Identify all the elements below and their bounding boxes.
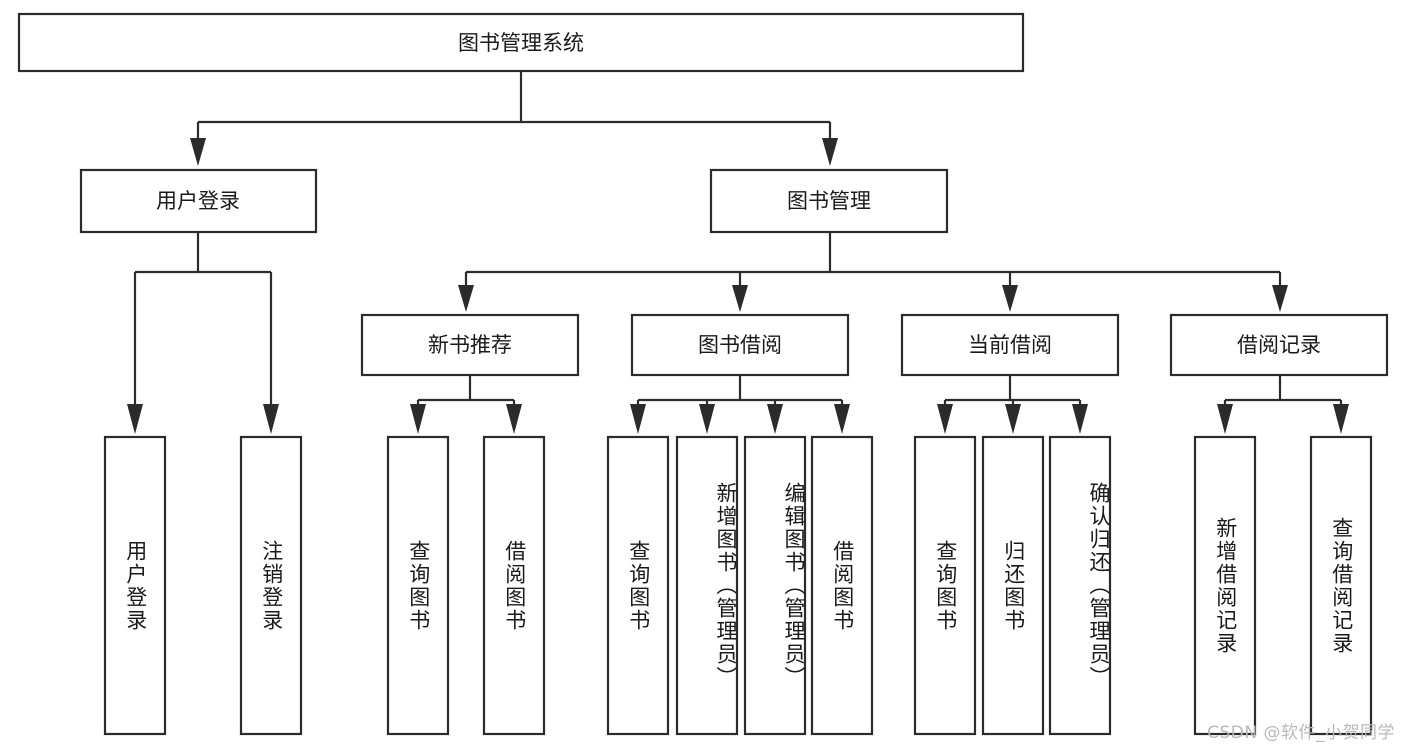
arrow-head-current-borrow: [1002, 285, 1018, 312]
node-book-borrow[interactable]: 图书借阅: [630, 313, 850, 377]
node-user-login[interactable]: 用户登录: [79, 168, 318, 234]
node-rect-current-borrow[interactable]: [900, 313, 1120, 377]
arrow-head-leaf-query-book-1: [410, 404, 426, 434]
node-current-borrow[interactable]: 当前借阅: [900, 313, 1120, 377]
node-rect-leaf-edit-book[interactable]: [743, 435, 807, 736]
node-root-system[interactable]: 图书管理系统: [17, 12, 1025, 73]
node-rect-book-borrow[interactable]: [630, 313, 850, 377]
node-rect-leaf-query-book-1[interactable]: [386, 435, 450, 736]
node-rect-leaf-user-login[interactable]: [103, 435, 167, 736]
node-rect-borrow-record[interactable]: [1169, 313, 1389, 377]
node-rect-leaf-query-borrow-record[interactable]: [1309, 435, 1373, 736]
node-rect-leaf-query-book-2[interactable]: [606, 435, 670, 736]
node-rect-book-management[interactable]: [709, 168, 949, 234]
connector-group-book-management: [458, 232, 1288, 312]
connector-group-root: [190, 71, 838, 166]
node-rect-leaf-add-book[interactable]: [675, 435, 739, 736]
node-rect-leaf-borrow-book-2[interactable]: [810, 435, 874, 736]
csdn-watermark: CSDN @软件_小贺同学: [1207, 723, 1395, 743]
node-label-new-book-recommend: 新书推荐: [428, 333, 512, 357]
arrow-head-leaf-borrow-book-1: [506, 404, 522, 434]
node-new-book-recommend[interactable]: 新书推荐: [360, 313, 580, 377]
connector-group-borrow-record: [1217, 375, 1349, 434]
arrow-head-leaf-add-book: [699, 404, 715, 434]
node-rect-user-login[interactable]: [79, 168, 318, 234]
node-label-root: 图书管理系统: [458, 31, 584, 55]
node-borrow-record[interactable]: 借阅记录: [1169, 313, 1389, 377]
arrow-head-leaf-edit-book: [767, 404, 783, 434]
arrow-head-leaf-logout-login: [263, 404, 279, 434]
arrow-head-leaf-query-borrow-record: [1333, 404, 1349, 434]
connector-group-current-borrow: [937, 375, 1088, 434]
leaf-boxes-new-book-recommend: [386, 435, 546, 736]
node-rect-leaf-query-book-3[interactable]: [913, 435, 977, 736]
leaf-boxes-current-borrow: [913, 435, 1112, 736]
node-book-management[interactable]: 图书管理: [709, 168, 949, 234]
node-label-user-login: 用户登录: [156, 189, 240, 213]
arrow-head-leaf-query-book-2: [630, 404, 646, 434]
arrow-head-leaf-return-book: [1005, 404, 1021, 434]
arrow-head-leaf-confirm-return: [1072, 404, 1088, 434]
node-rect-leaf-add-borrow-record[interactable]: [1193, 435, 1257, 736]
leaf-boxes-book-borrow: [606, 435, 874, 736]
node-rect-leaf-return-book[interactable]: [981, 435, 1045, 736]
node-label-borrow-record: 借阅记录: [1237, 333, 1321, 357]
leaf-boxes-borrow-record: [1193, 435, 1373, 736]
node-label-book-management: 图书管理: [787, 189, 871, 213]
node-rect-new-book-recommend[interactable]: [360, 313, 580, 377]
arrow-head-user-login: [190, 138, 206, 166]
node-label-current-borrow: 当前借阅: [968, 333, 1052, 357]
arrow-head-book-borrow: [732, 285, 748, 312]
arrow-head-leaf-add-borrow-record: [1217, 404, 1233, 434]
node-rect-root[interactable]: [17, 12, 1025, 73]
connector-group-new-book-recommend: [410, 375, 522, 434]
arrow-head-new-book-recommend: [458, 285, 474, 312]
connector-group-user-login: [127, 232, 279, 434]
leaf-boxes-user-login: [103, 435, 303, 736]
arrow-head-leaf-query-book-3: [937, 404, 953, 434]
node-label-book-borrow: 图书借阅: [698, 333, 782, 357]
node-rect-leaf-logout-login[interactable]: [239, 435, 303, 736]
arrow-head-borrow-record: [1272, 285, 1288, 312]
connector-group-book-borrow: [630, 375, 850, 434]
arrow-head-leaf-user-login: [127, 404, 143, 434]
node-rect-leaf-confirm-return[interactable]: [1048, 435, 1112, 736]
arrow-head-leaf-borrow-book-2: [834, 404, 850, 434]
node-rect-leaf-borrow-book-1[interactable]: [482, 435, 546, 736]
arrow-head-book-management: [822, 138, 838, 166]
